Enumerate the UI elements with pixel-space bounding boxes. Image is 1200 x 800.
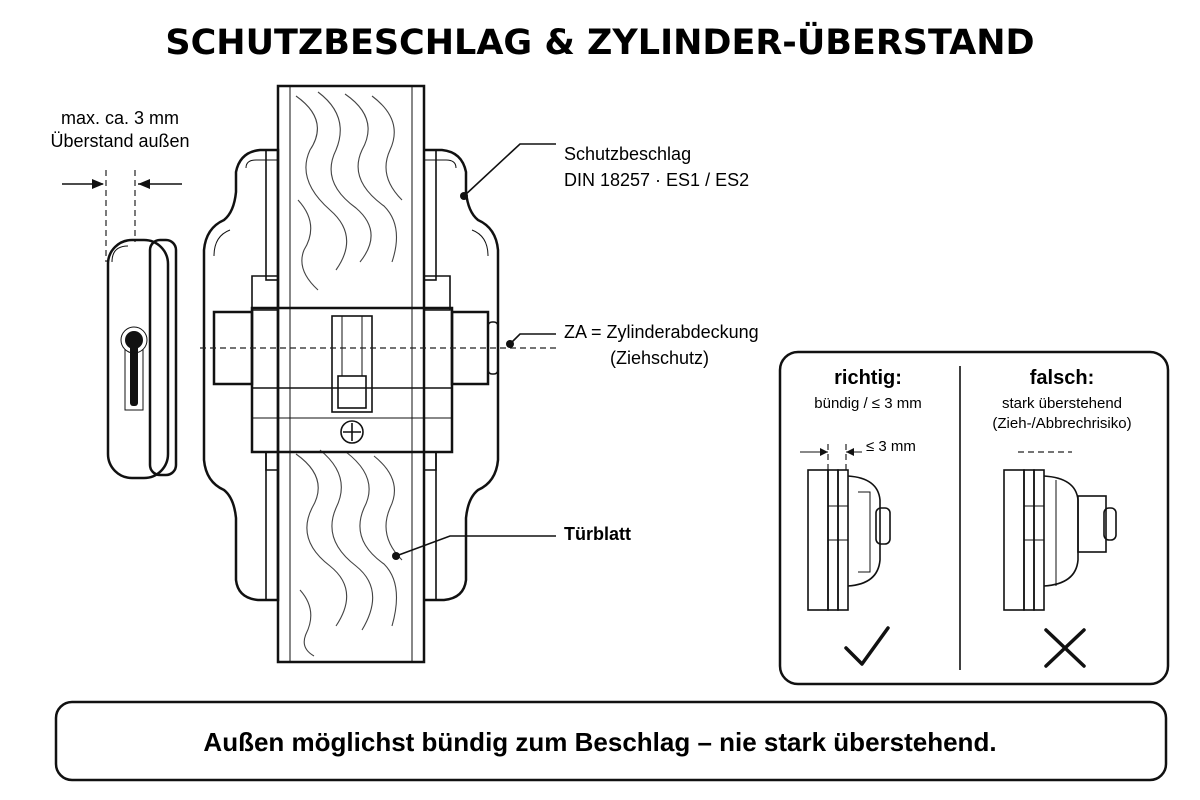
cross-icon: [1044, 628, 1086, 668]
page-title: SCHUTZBESCHLAG & ZYLINDER-ÜBERSTAND: [165, 21, 1034, 63]
fitting-label-line2: DIN 18257 · ES1 / ES2: [564, 170, 749, 190]
correct-dimension-label: ≤ 3 mm: [866, 438, 916, 455]
checkmark-icon: [844, 626, 890, 666]
lock-cylinder: [200, 306, 560, 454]
keyhole-icon: [120, 326, 148, 411]
wrong-detail-drawing: [1003, 451, 1117, 611]
max-overhang-label-line2: Überstand außen: [50, 131, 189, 151]
correct-subtext: bündig / ≤ 3 mm: [814, 395, 921, 412]
fitting-label-line1: Schutzbeschlag: [564, 144, 691, 164]
fitting-plates-hatched: [251, 149, 451, 601]
door-leaf: [276, 84, 426, 664]
footer-text: Außen möglichst bündig zum Beschlag – ni…: [203, 727, 996, 757]
fixing-screw-icon: [340, 420, 364, 444]
overhang-dimension-arrows: [62, 170, 182, 262]
za-label-line1: ZA = Zylinderabdeckung: [564, 322, 759, 342]
za-label-line2: (Ziehschutz): [610, 348, 709, 368]
max-overhang-label-line1: max. ca. 3 mm: [61, 108, 179, 128]
wrong-subtext-line1: stark überstehend: [1002, 395, 1122, 412]
escutcheon-front-view: max. ca. 3 mm Überstand außen: [50, 108, 190, 480]
door-leaf-label: Türblatt: [564, 524, 631, 544]
protective-fitting-outline: [202, 148, 280, 602]
correct-heading: richtig:: [834, 367, 902, 389]
wood-grain: [295, 91, 403, 657]
wrong-heading: falsch:: [1030, 367, 1094, 389]
comparison-panel: richtig: bündig / ≤ 3 mm ≤ 3 mm falsch: …: [778, 350, 1170, 686]
leader-lines: [392, 143, 556, 560]
wrong-subtext-line2: (Zieh-/Abbrechrisiko): [992, 415, 1131, 432]
correct-detail-drawing: [800, 444, 891, 611]
footer-banner: [54, 700, 1168, 782]
door-cross-section: [200, 84, 560, 664]
